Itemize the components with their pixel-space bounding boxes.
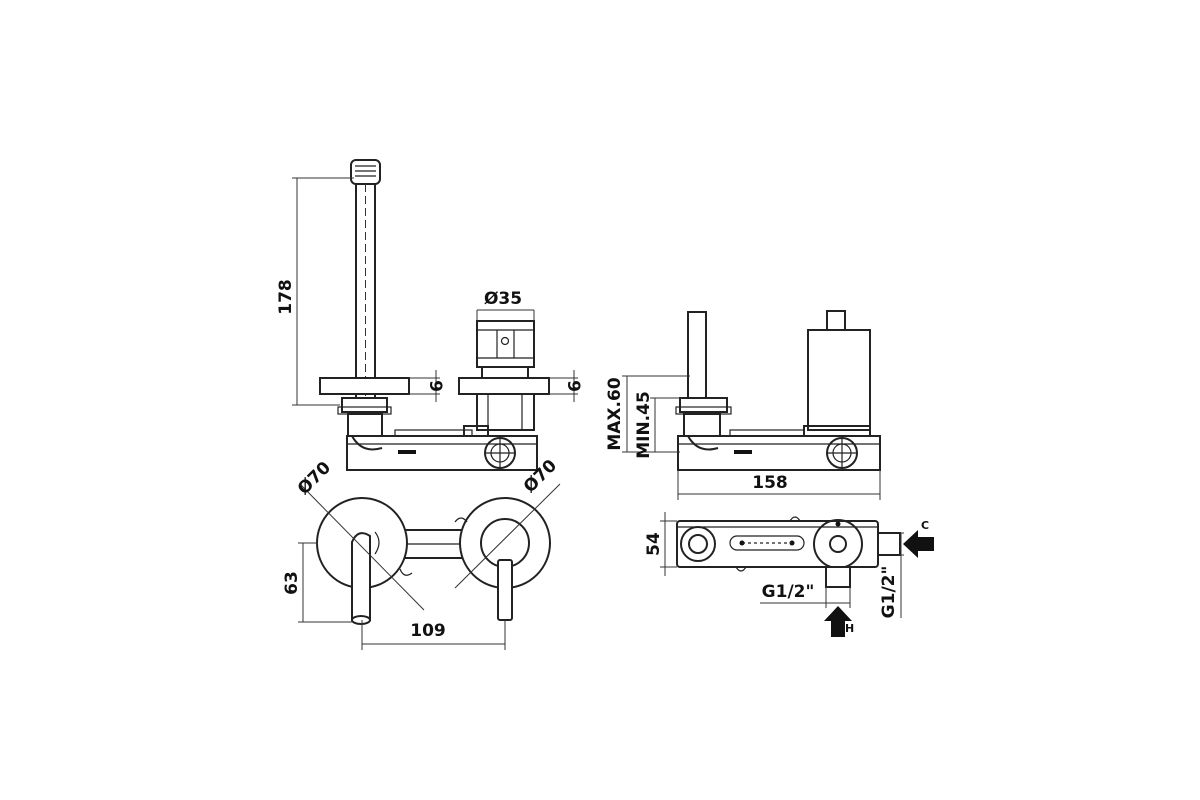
front-elevation-view: 178 Ø35 9 9 xyxy=(276,159,583,471)
dim-54-label: 54 xyxy=(644,532,664,556)
concealed-body xyxy=(337,397,538,471)
dimension-handle-diameter: Ø35 xyxy=(476,289,535,321)
side-cartridge xyxy=(807,329,871,431)
cold-inlet-label: C xyxy=(921,519,929,532)
dim-g12-hot-label: G1/2" xyxy=(762,582,815,602)
dim-min45-label: MIN.45 xyxy=(634,391,654,459)
dim-9-handle-label: 9 xyxy=(563,380,583,392)
dim-178-label: 178 xyxy=(276,279,296,315)
spout-outlet-port xyxy=(680,526,716,562)
dim-158-label: 158 xyxy=(752,473,788,493)
side-body xyxy=(675,397,881,471)
plan-view: Ø70 Ø70 63 109 xyxy=(282,456,561,650)
handle-lever xyxy=(497,559,513,621)
hot-inlet-label: H xyxy=(845,622,854,635)
dim-d35-label: Ø35 xyxy=(484,289,522,309)
cold-inlet-arrow: C xyxy=(903,519,934,558)
dim-9-spout-label: 9 xyxy=(425,380,445,392)
dim-d70-handle-label: Ø70 xyxy=(520,456,561,497)
side-spout-pipe xyxy=(687,311,707,401)
dimension-body-depth: 54 xyxy=(644,512,677,576)
side-elevation-view: MAX.60 MIN.45 158 xyxy=(605,310,881,500)
spout-plate xyxy=(319,377,410,395)
dim-d70-spout-label: Ø70 xyxy=(294,458,335,499)
dimension-hot-connection: G1/2" xyxy=(760,582,851,608)
dim-63-label: 63 xyxy=(282,571,302,595)
dimension-spout-height: 178 xyxy=(276,177,354,406)
dimension-spout-plate: 9 xyxy=(409,370,445,402)
dim-g12-cold-label: G1/2" xyxy=(879,566,899,619)
dim-max60-label: MAX.60 xyxy=(605,377,625,450)
dimension-cold-connection: G1/2" xyxy=(879,532,904,619)
dimension-min-depth: MIN.45 xyxy=(634,391,682,459)
dim-109-label: 109 xyxy=(410,621,446,641)
spout-pipe xyxy=(350,159,381,401)
dimension-handle-plate: 9 xyxy=(549,370,583,402)
dimension-center-distance: 109 xyxy=(361,620,506,650)
dimension-spout-reach: 63 xyxy=(282,542,352,623)
handle-cartridge xyxy=(458,320,550,431)
dimension-body-length: 158 xyxy=(677,470,881,500)
body-top-view: 54 G1/2" G1/2" C H xyxy=(644,512,934,637)
hot-inlet-arrow: H xyxy=(824,606,854,637)
dimension-max-depth: MAX.60 xyxy=(605,375,690,453)
